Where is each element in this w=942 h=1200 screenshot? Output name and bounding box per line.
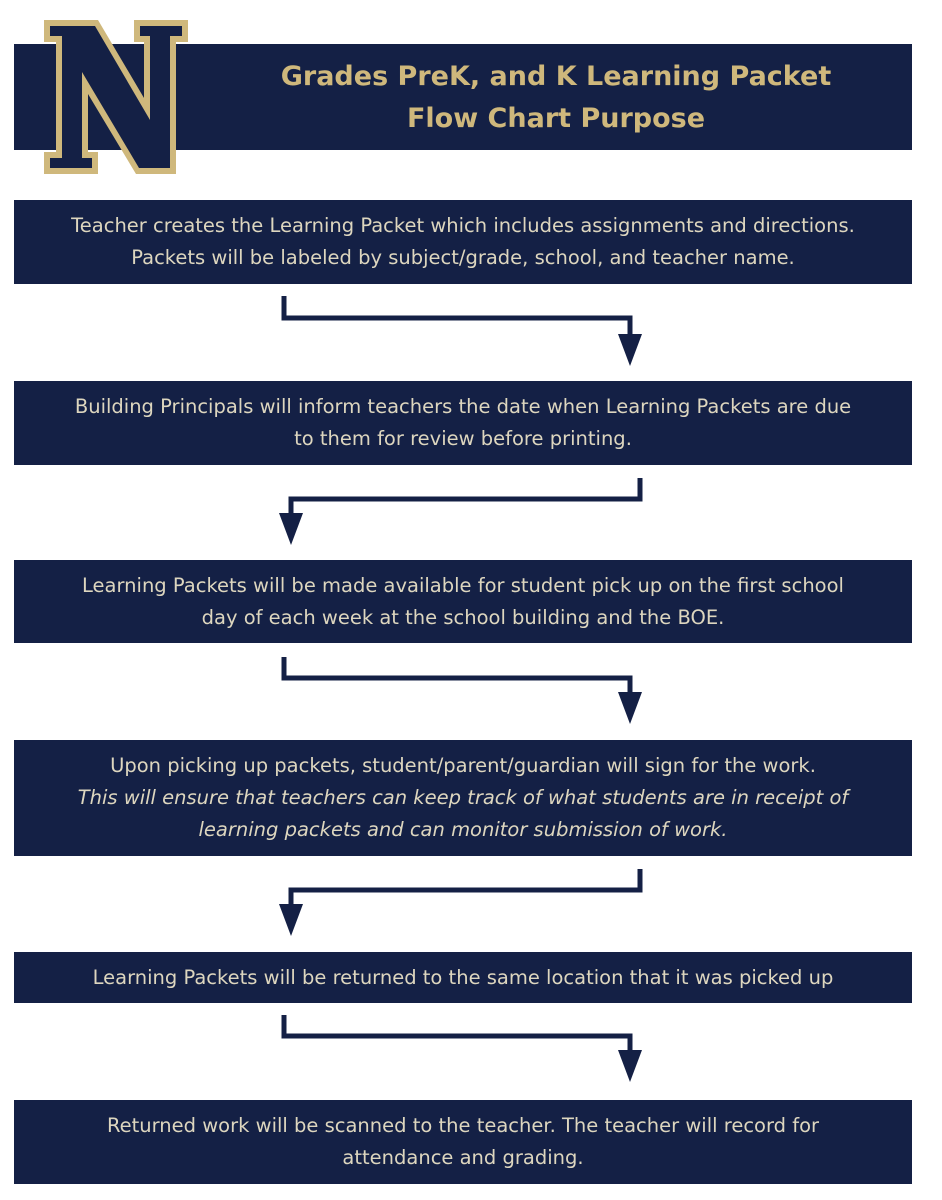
n-logo-icon	[44, 20, 188, 174]
step-1-line-1: Teacher creates the Learning Packet whic…	[71, 214, 855, 237]
arrow-connector-1	[281, 296, 642, 366]
arrow-connector-5	[281, 1015, 642, 1082]
step-3-line-1: Learning Packets will be made available …	[82, 573, 844, 597]
step-4-note-line-1: This will ensure that teachers can keep …	[77, 786, 849, 809]
arrow-down-icon	[618, 334, 642, 366]
step-2-line-2: to them for review before printing.	[294, 427, 632, 450]
step-box-3: Learning Packets will be made available …	[14, 560, 912, 643]
title-line-2: Flow Chart Purpose	[406, 103, 706, 134]
step-6-line-1: Returned work will be scanned to the tea…	[106, 1114, 820, 1137]
arrow-down-icon	[279, 904, 303, 936]
step-4-note-line-2: learning packets and can monitor submiss…	[198, 818, 728, 841]
arrow-down-icon	[618, 692, 642, 724]
step-box-2: Building Principals will inform teachers…	[14, 381, 912, 465]
step-box-5: Learning Packets will be returned to the…	[14, 952, 912, 1003]
step-box-1: Teacher creates the Learning Packet whic…	[14, 200, 912, 284]
arrow-connector-2	[279, 478, 643, 545]
step-box-6: Returned work will be scanned to the tea…	[14, 1100, 912, 1184]
step-box-4: Upon picking up packets, student/parent/…	[14, 740, 912, 856]
step-6-line-2: attendance and grading.	[342, 1146, 584, 1169]
arrow-down-icon	[618, 1050, 642, 1082]
step-5-line-1: Learning Packets will be returned to the…	[92, 965, 834, 989]
arrow-down-icon	[279, 513, 303, 545]
step-2-line-1: Building Principals will inform teachers…	[74, 395, 852, 418]
step-3-line-2: day of each week at the school building …	[201, 605, 725, 629]
arrow-connector-3	[281, 657, 642, 724]
title-line-1: Grades PreK, and K Learning Packet	[280, 61, 832, 92]
step-1-line-2: Packets will be labeled by subject/grade…	[131, 246, 795, 269]
step-4-line-1: Upon picking up packets, student/parent/…	[110, 754, 816, 777]
page-title: Grades PreK, and K Learning Packet Flow …	[200, 52, 912, 144]
arrow-connector-4	[279, 869, 643, 936]
